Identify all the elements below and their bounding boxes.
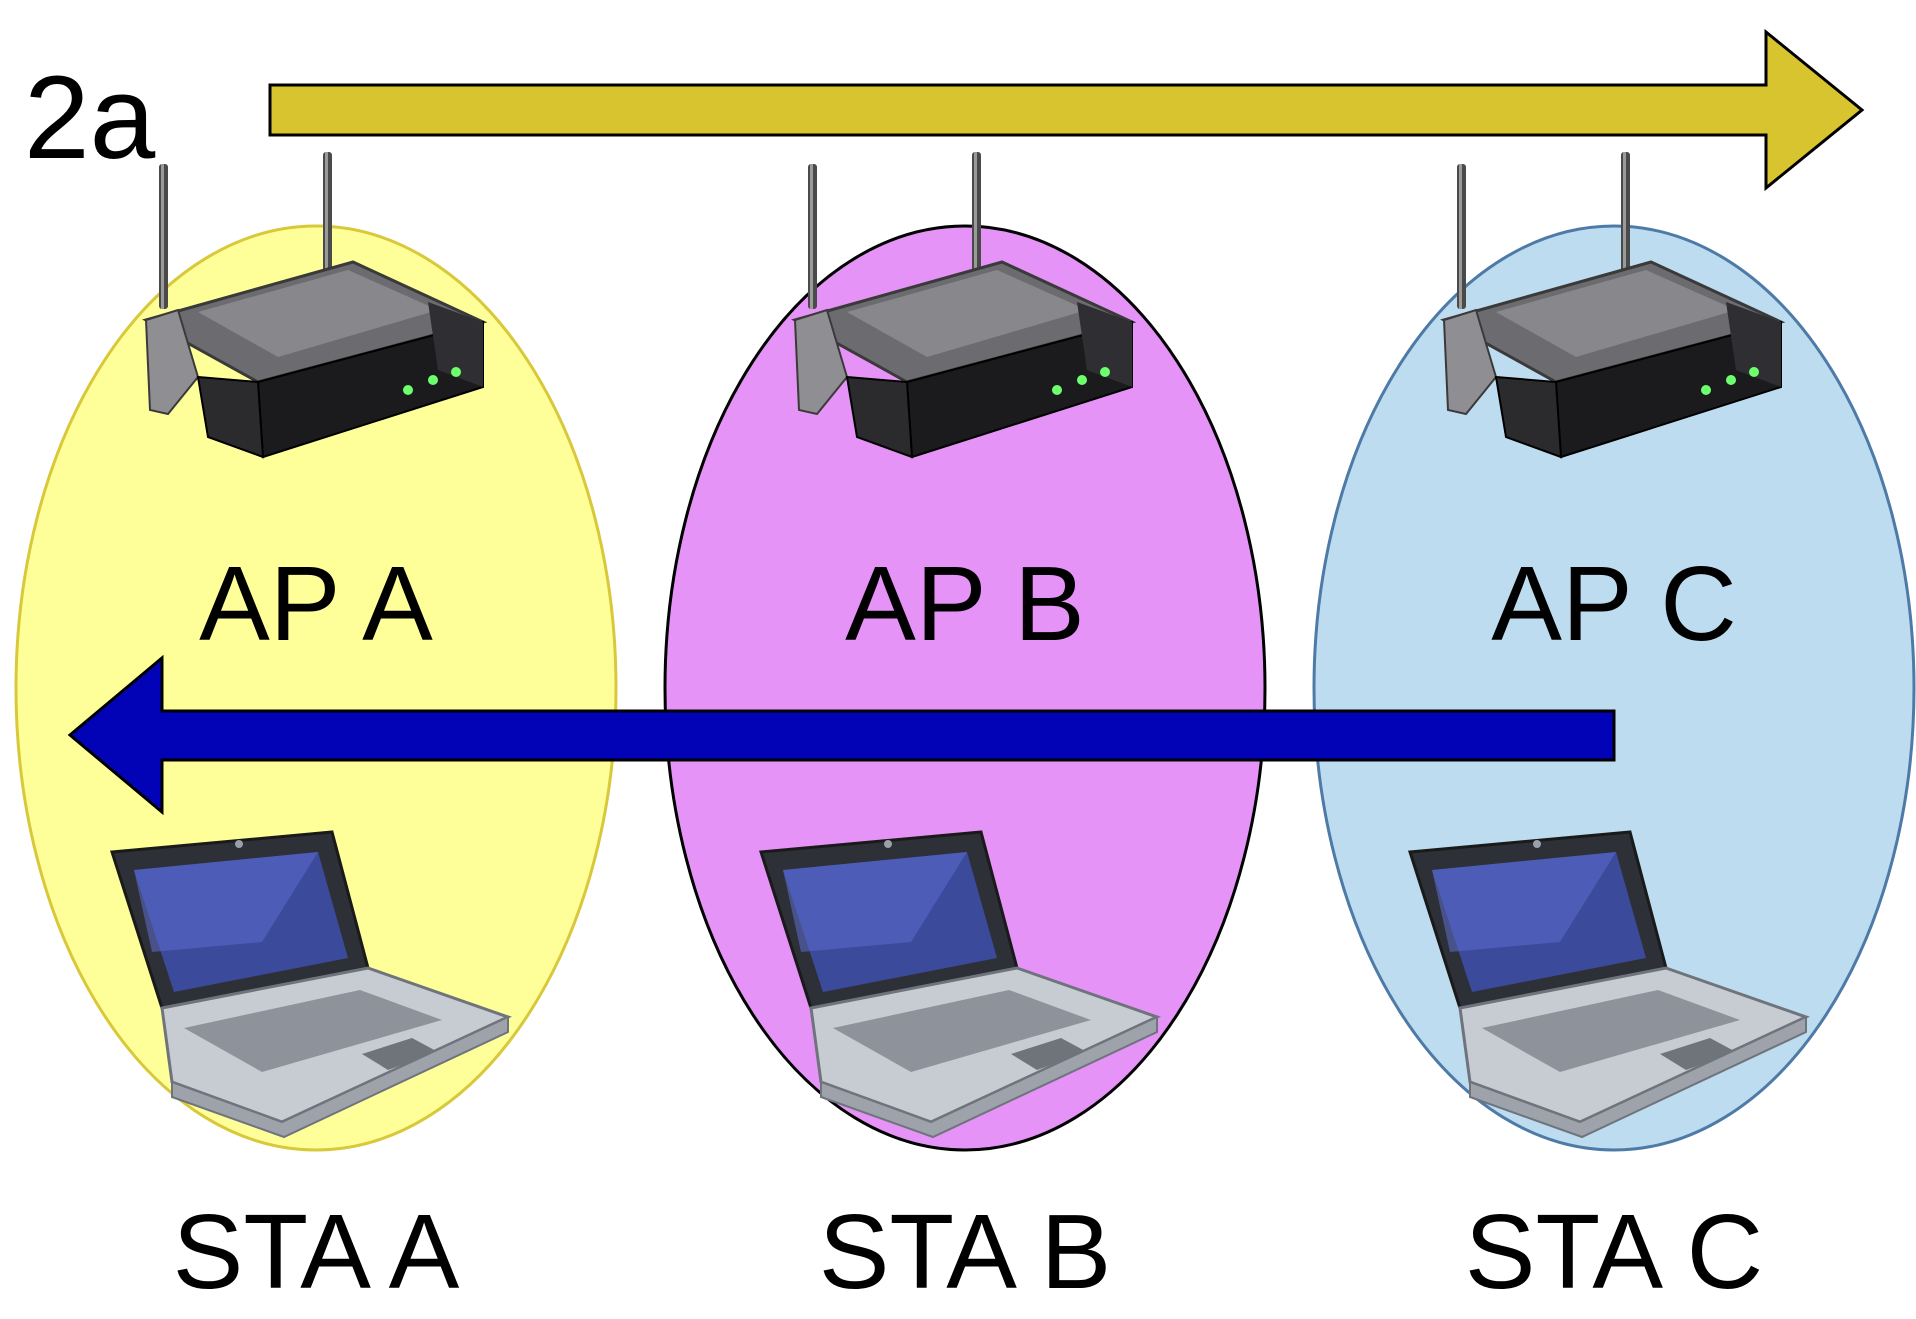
ap-label: AP C bbox=[1491, 545, 1737, 663]
sta-label: STA B bbox=[819, 1193, 1112, 1311]
figure-label: 2a bbox=[24, 52, 156, 184]
rightward-arrow bbox=[268, 28, 1865, 192]
ap-label: AP B bbox=[845, 545, 1085, 663]
ap-label: AP A bbox=[199, 545, 433, 663]
sta-label: STA A bbox=[173, 1193, 460, 1311]
sta-label: STA C bbox=[1465, 1193, 1763, 1311]
leftward-arrow bbox=[67, 654, 1616, 816]
